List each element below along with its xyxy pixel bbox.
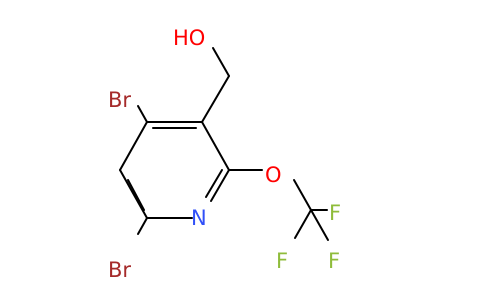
bond-c4-br (137, 105, 148, 123)
bond-c3-ch2 (201, 75, 230, 123)
bond-c5-c4 (119, 121, 148, 171)
bond-c3-c2 (201, 121, 230, 171)
atom-labels: HO Br Br N O F F F (108, 26, 341, 282)
bond-c-f-left (294, 209, 312, 239)
bond-c-f-right (310, 209, 329, 241)
bond-c2-n (210, 169, 230, 202)
bond-c2-n-inner (205, 169, 223, 198)
bond-c6-c5 (119, 169, 148, 219)
bond-o-cf3 (293, 179, 312, 211)
nitrogen-label: N (191, 206, 207, 230)
fluorine-top-label: F (329, 201, 341, 225)
bond-c6-c5-inner (127, 179, 145, 211)
bond-ch2-o (212, 47, 230, 77)
bromine-top-label: Br (108, 88, 131, 112)
bond-c6-br (137, 217, 148, 235)
bromine-bottom-label: Br (108, 258, 131, 282)
fluorine-left-label: F (276, 249, 288, 273)
ether-oxygen-label: O (265, 163, 282, 187)
fluorine-right-label: F (328, 249, 340, 273)
hydroxyl-label: HO (173, 26, 205, 50)
bonds (119, 47, 329, 241)
